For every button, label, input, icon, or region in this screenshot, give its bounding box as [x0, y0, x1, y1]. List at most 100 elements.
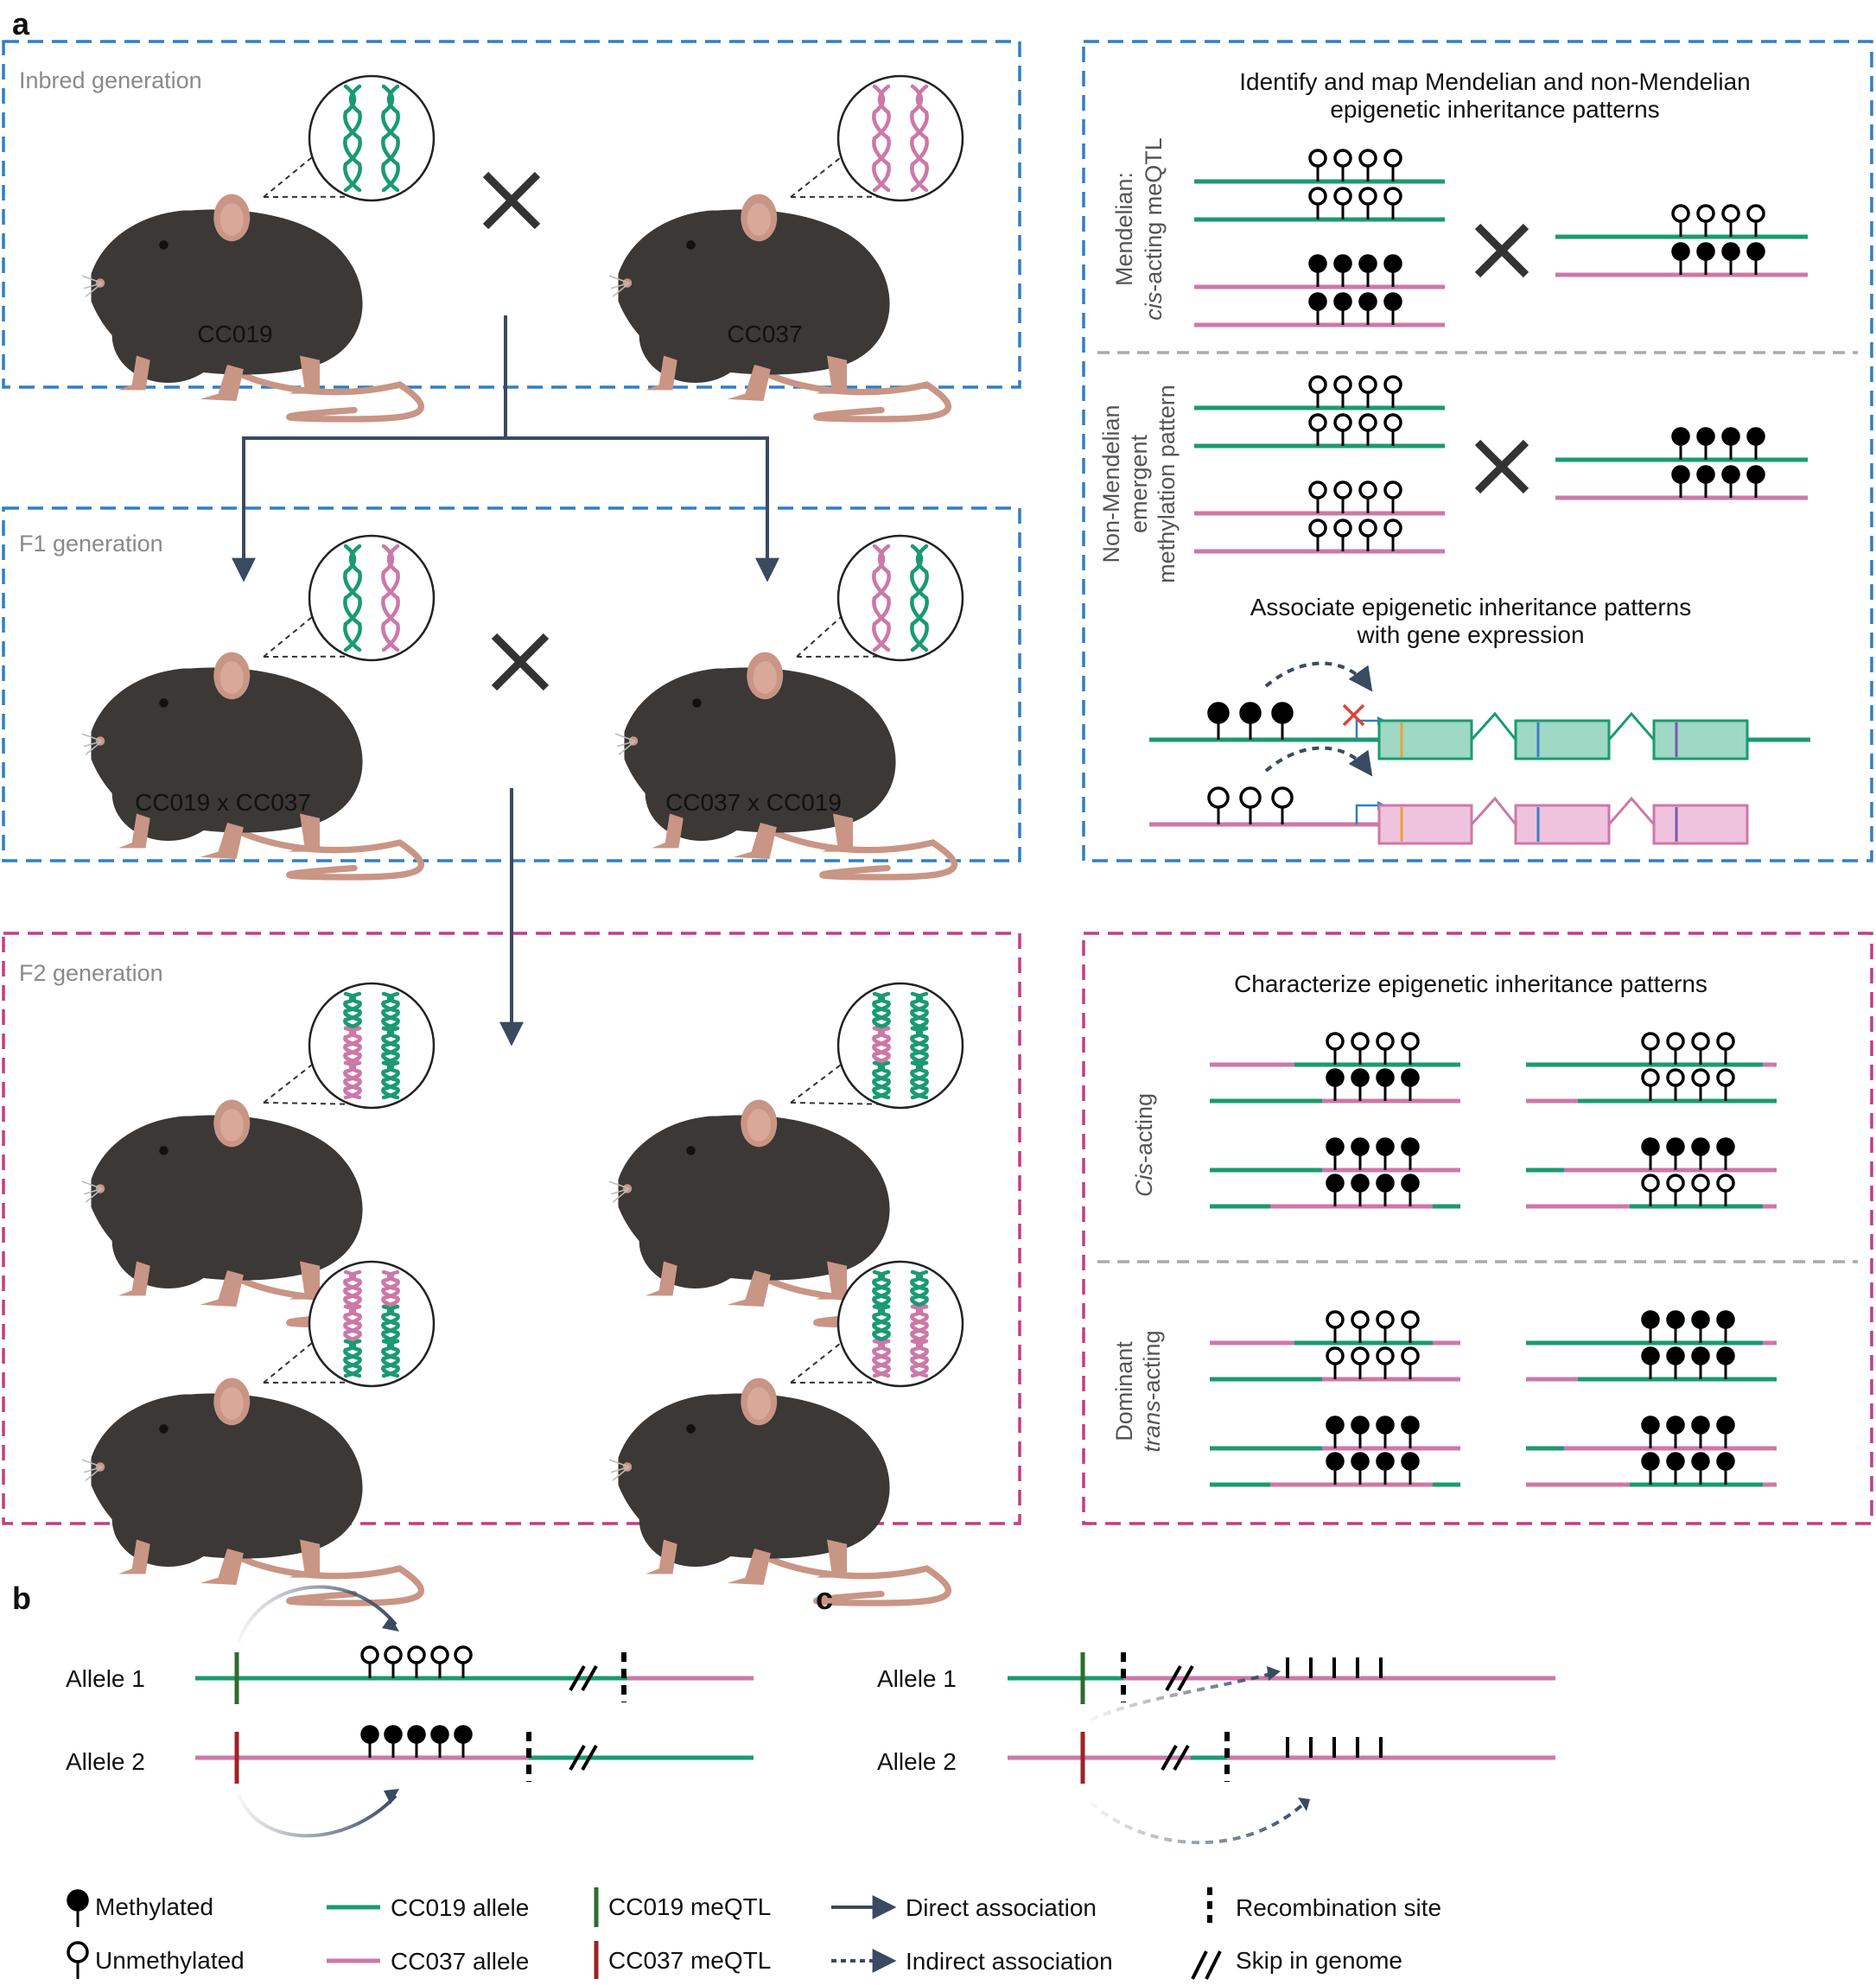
methylated-lollipop: [1327, 1175, 1343, 1206]
unmethylated-lollipop: [1748, 206, 1764, 237]
lollipop-head: [1385, 482, 1401, 498]
lollipop-head: [1693, 1312, 1708, 1327]
unmethylated-lollipop: [1402, 1034, 1418, 1065]
lollipop-head: [1360, 256, 1376, 271]
f1-generation-label: F1 generation: [19, 531, 163, 557]
methylated-lollipop: [1335, 294, 1351, 325]
lollipop-head: [1360, 150, 1376, 166]
silenced-gene-row: [1149, 664, 1810, 759]
lollipop-head: [1327, 1348, 1343, 1364]
exon-box: [1654, 721, 1747, 759]
lollipop-head: [1385, 415, 1401, 430]
unmethylated-lollipop: [1360, 415, 1376, 446]
lollipop-head: [68, 1891, 87, 1910]
methylated-lollipop: [1385, 256, 1401, 287]
unmethylated-lollipop: [1718, 1034, 1733, 1065]
lollipop-head: [1377, 1139, 1393, 1155]
methylated-lollipop: [409, 1727, 424, 1758]
lollipop-head: [1668, 1348, 1683, 1364]
lollipop-head: [1310, 294, 1326, 309]
panel-c-allele1-label: Allele 1: [877, 1665, 957, 1692]
lollipop-head: [1693, 1034, 1708, 1049]
lollipop-head: [1352, 1454, 1368, 1469]
lollipop-head: [1385, 188, 1401, 204]
unmethylated-lollipop: [362, 1647, 378, 1678]
methylated-lollipop: [385, 1727, 401, 1758]
lollipop-head: [1352, 1417, 1368, 1433]
lollipop-head: [1335, 415, 1351, 430]
lollipop-head: [1402, 1312, 1418, 1327]
methylated-lollipop: [1377, 1070, 1393, 1101]
cis-acting-text: Cis-acting: [1131, 1093, 1157, 1197]
unmethylated-lollipop: [1385, 482, 1401, 513]
lollipop-head: [1377, 1070, 1393, 1085]
mendelian-cis-rest: -acting meQTL: [1141, 137, 1167, 292]
zoom-line: [264, 617, 313, 657]
unmethylated-lollipop: [1335, 188, 1351, 219]
unmethylated-lollipop: [1327, 1348, 1343, 1379]
methylated-lollipop: [1643, 1454, 1658, 1485]
unmethylated-lollipop: [1718, 1070, 1733, 1101]
lollipop-head: [1352, 1312, 1368, 1327]
unmethylated-lollipop: [1335, 377, 1351, 408]
trans-acting-text: trans-acting: [1139, 1330, 1165, 1452]
lollipop-head: [1310, 520, 1326, 536]
label-f1-right: CC037 x CC019: [665, 789, 842, 816]
expressed-gene-row: [1149, 748, 1810, 843]
lollipop-head: [432, 1647, 448, 1663]
unmethylated-lollipop: [1310, 482, 1326, 513]
lollipop-head: [1718, 1454, 1733, 1469]
lollipop-head: [1327, 1139, 1343, 1155]
methylated-lollipop: [1352, 1417, 1368, 1448]
methylated-lollipop: [1209, 703, 1228, 740]
lollipop-head: [1241, 703, 1260, 722]
lollipop-head: [1360, 188, 1376, 204]
lollipop-head: [1402, 1070, 1418, 1085]
lollipop-head: [1360, 377, 1376, 392]
lollipop-head: [1385, 377, 1401, 392]
legend-methylated-icon: [68, 1891, 87, 1927]
zoom-line: [797, 617, 842, 657]
unmethylated-lollipop: [1643, 1175, 1658, 1206]
lollipop-head: [1385, 294, 1401, 309]
lollipop-head: [1643, 1139, 1658, 1155]
lollipop-head: [1209, 703, 1228, 722]
lollipop-head: [1327, 1454, 1343, 1469]
methylated-lollipop: [1402, 1417, 1418, 1448]
lollipop-head: [1352, 1139, 1368, 1155]
unmethylated-lollipop: [1310, 520, 1326, 551]
lollipop-head: [1723, 429, 1739, 444]
zoom-circle: [309, 76, 434, 200]
unmethylated-lollipop: [409, 1647, 424, 1678]
unmethylated-lollipop: [1668, 1070, 1683, 1101]
indirect-arrow: [1266, 748, 1370, 773]
lollipop-head: [1352, 1348, 1368, 1364]
unmethylated-lollipop: [1673, 206, 1688, 237]
lollipop-head: [1377, 1175, 1393, 1191]
indirect-arrow: [1266, 664, 1370, 688]
unmethylated-lollipop: [1360, 482, 1376, 513]
cross-nonmendelian: [1478, 442, 1526, 491]
indirect-arrow-allele2: [1091, 1803, 1305, 1842]
lollipop-head: [1241, 788, 1260, 807]
lollipop-head: [1643, 1034, 1658, 1049]
legend-cc019-allele-label: CC019 allele: [391, 1894, 529, 1921]
legend-recombination-label: Recombination site: [1236, 1894, 1441, 1921]
methylated-lollipop: [1377, 1454, 1393, 1485]
lollipop-head: [1377, 1034, 1393, 1049]
lollipop-head: [1698, 244, 1714, 259]
unmethylated-lollipop: [1209, 788, 1228, 824]
mouse-body: [82, 652, 421, 877]
mendelian-block: [1194, 150, 1808, 325]
unmethylated-lollipop: [1723, 206, 1739, 237]
direct-arrow-allele2: [238, 1794, 396, 1835]
lollipop-head: [1643, 1348, 1658, 1364]
lollipop-head: [1352, 1175, 1368, 1191]
identify-title-1: Identify and map Mendelian and non-Mende…: [1239, 68, 1751, 95]
unmethylated-lollipop: [1327, 1034, 1343, 1065]
lollipop-head: [1335, 482, 1351, 498]
methylated-lollipop: [1352, 1175, 1368, 1206]
lollipop-head: [1385, 520, 1401, 536]
legend-direct-label: Direct association: [906, 1894, 1097, 1921]
